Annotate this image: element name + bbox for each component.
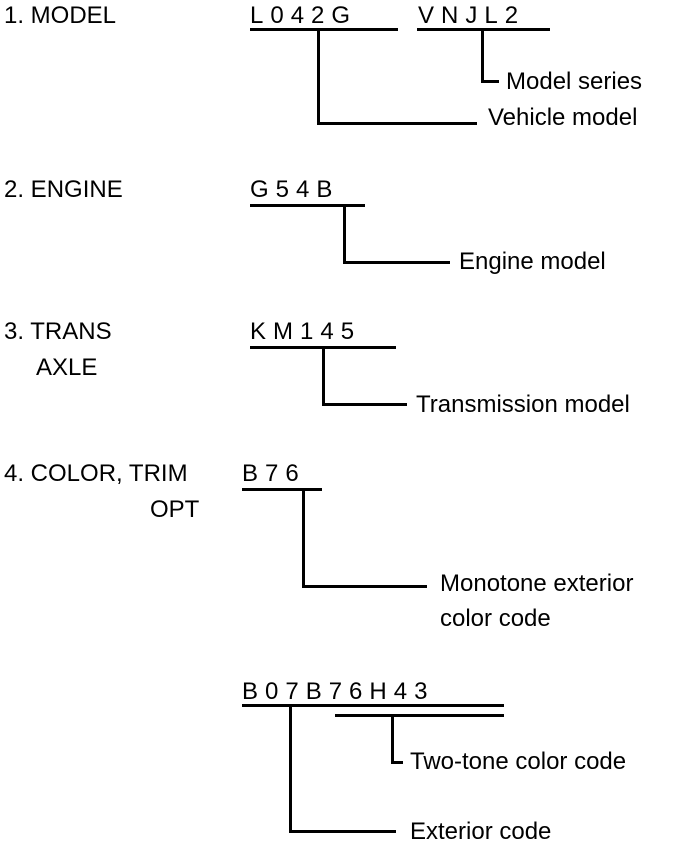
- transaxle-label-line1: 3. TRANS: [4, 318, 112, 345]
- engine-label: 2. ENGINE: [4, 176, 123, 203]
- monotone-color-underline: [242, 488, 322, 491]
- model-series-leader-vertical: [481, 30, 484, 82]
- transmission-model-callout: Transmission model: [416, 391, 630, 418]
- exterior-leader-horizontal: [289, 830, 396, 833]
- vehicle-model-leader-horizontal: [317, 122, 477, 125]
- color-trim-label-line1: 4. COLOR, TRIM: [4, 460, 188, 487]
- monotone-callout-line1: Monotone exterior: [440, 570, 634, 597]
- transmission-underline: [250, 346, 396, 349]
- model-series-leader-horizontal: [481, 80, 499, 83]
- two-tone-underline: [335, 714, 504, 717]
- transmission-leader-vertical: [322, 348, 325, 405]
- transmission-code: KM145: [250, 318, 362, 345]
- transaxle-label-line2: AXLE: [36, 354, 98, 381]
- exterior-leader-vertical: [289, 706, 292, 832]
- vehicle-model-leader-vertical: [317, 30, 320, 124]
- two-tone-leader-horizontal: [391, 761, 403, 764]
- two-tone-leader-vertical: [391, 716, 394, 763]
- color-trim-label-line2: OPT: [150, 496, 200, 523]
- vehicle-model-underline: [250, 28, 398, 31]
- engine-code: G54B: [250, 176, 340, 203]
- two-tone-callout: Two-tone color code: [410, 748, 627, 775]
- monotone-color-code: B76: [242, 460, 306, 487]
- engine-model-callout: Engine model: [459, 248, 606, 275]
- model-series-callout: Model series: [506, 68, 643, 95]
- transmission-leader-horizontal: [322, 403, 407, 406]
- monotone-leader-horizontal: [302, 585, 427, 588]
- engine-underline: [250, 204, 365, 207]
- monotone-leader-vertical: [302, 490, 305, 587]
- model-series-code: VNJL2: [418, 2, 526, 29]
- full-code-underline: [242, 704, 504, 707]
- monotone-callout-line2: color code: [440, 605, 551, 632]
- engine-leader-vertical: [343, 206, 346, 263]
- model-series-underline: [417, 28, 550, 31]
- model-label: 1. MODEL: [4, 2, 117, 29]
- exterior-code-callout: Exterior code: [410, 818, 552, 845]
- vehicle-model-callout: Vehicle model: [488, 104, 638, 131]
- engine-leader-horizontal: [343, 261, 450, 264]
- two-tone-full-code: B07B76H43: [242, 678, 435, 705]
- vehicle-model-code: L042G: [250, 2, 358, 29]
